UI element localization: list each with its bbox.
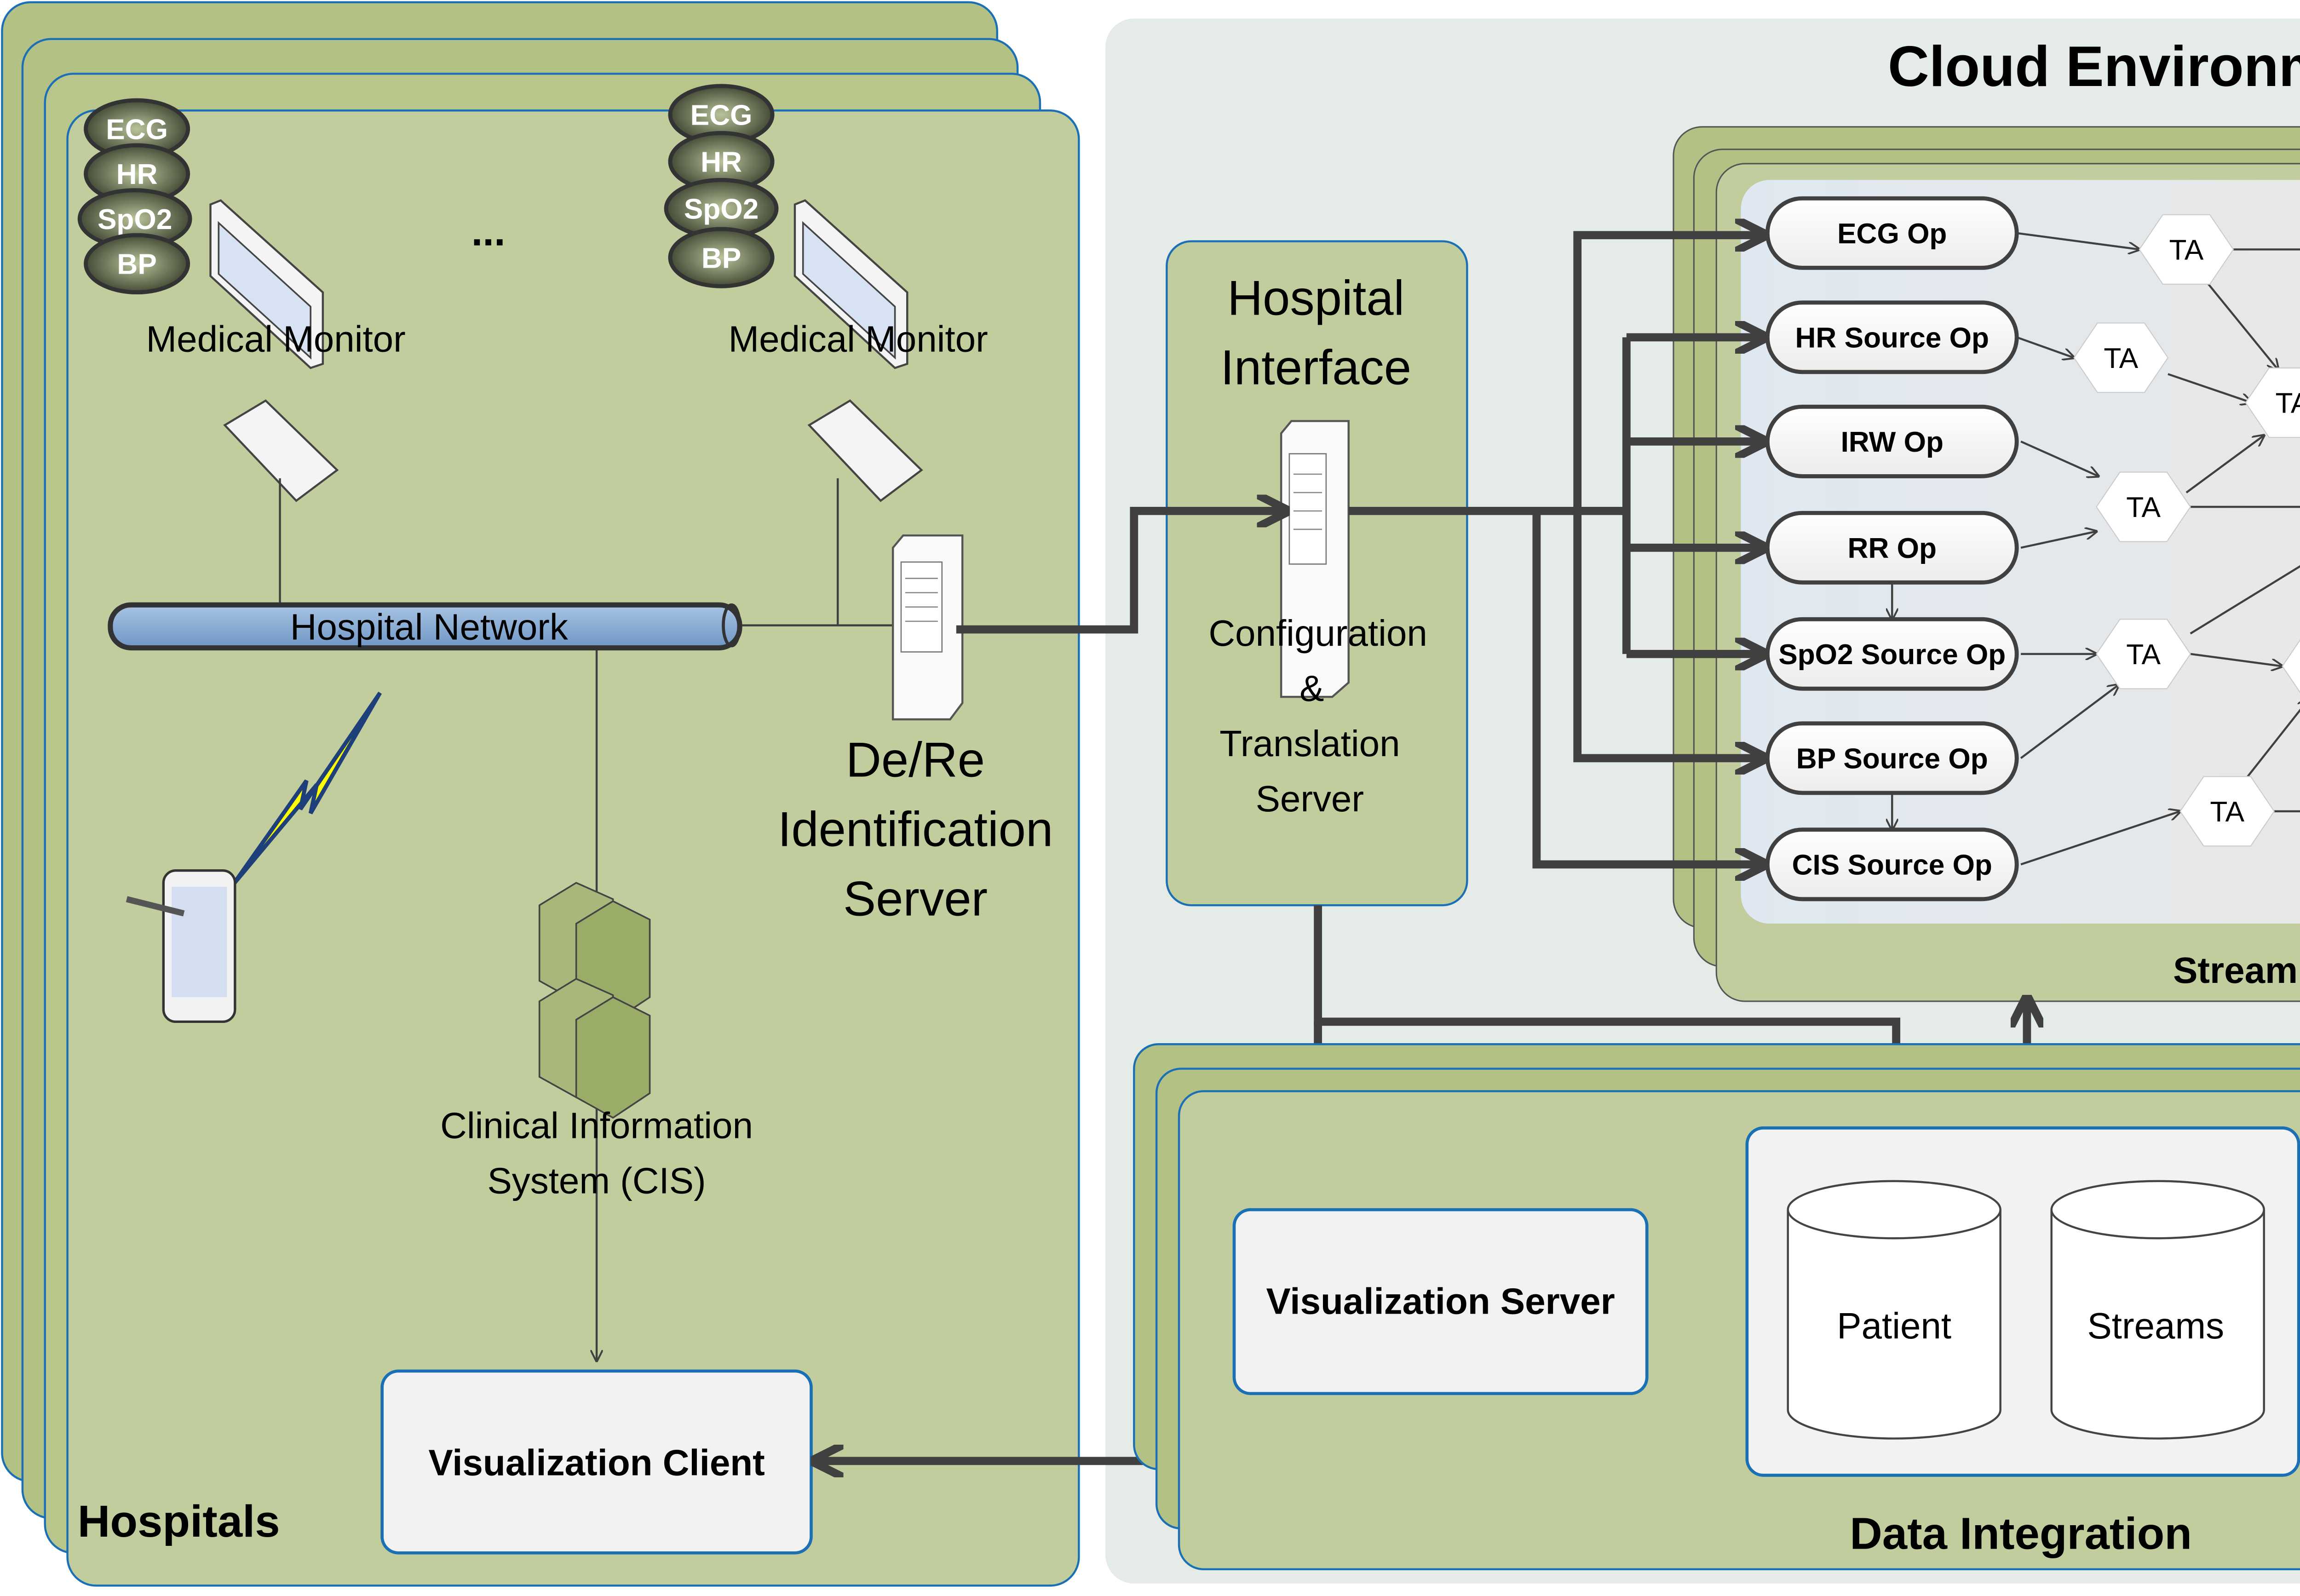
deid-server-label-3: Server: [843, 871, 988, 926]
ta-node[interactable]: TA: [2179, 776, 2275, 847]
visualization-server[interactable]: Visualization Server: [1232, 1208, 1649, 1395]
operator-edges: [1892, 232, 2300, 866]
ta-node[interactable]: TA: [2096, 619, 2191, 689]
patient-db-label: Patient: [1837, 1305, 1951, 1346]
source-op[interactable]: SpO2 Source Op: [1765, 617, 2019, 691]
visualization-client[interactable]: Visualization Client: [380, 1369, 813, 1555]
signal-hr: HR: [701, 147, 742, 178]
signal-badges: ECG HR SpO2 BP: [664, 84, 779, 288]
config-server-label-2: &: [1300, 668, 1324, 709]
hospitals-title: Hospitals: [78, 1496, 280, 1546]
cis-servers[interactable]: Clinical Information System (CIS): [440, 882, 753, 1201]
streams-db[interactable]: Streams: [2050, 1180, 2265, 1440]
signal-ecg: ECG: [690, 99, 753, 131]
flow-edge: [2020, 531, 2096, 549]
flow-edge: [2190, 653, 2283, 666]
flow-edge: [2020, 440, 2099, 477]
flow-edge: [2020, 811, 2180, 866]
source-op-label: RR Op: [1848, 533, 1937, 564]
source-op-label: SpO2 Source Op: [1778, 639, 2006, 671]
signal-spo2: SpO2: [98, 204, 172, 235]
source-op[interactable]: IRW Op: [1765, 404, 2019, 478]
hospital-network[interactable]: Hospital Network: [108, 602, 742, 651]
source-op[interactable]: CIS Source Op: [1765, 827, 2019, 901]
signal-badges: ECG HR SpO2 BP: [77, 98, 192, 295]
source-op-label: CIS Source Op: [1792, 850, 1992, 881]
visualization-server-label: Visualization Server: [1266, 1281, 1615, 1322]
flow-edge: [2247, 699, 2300, 777]
data-stores: Patient Streams: [1745, 1126, 2300, 1477]
config-server-label-1: Configuration: [1208, 613, 1427, 654]
flow-edge: [2168, 373, 2252, 402]
deid-server-label-1: De/Re: [846, 732, 985, 787]
flow-edge: [2016, 336, 2074, 357]
ta-node[interactable]: TA: [2282, 632, 2300, 701]
deid-server-label-2: Identification: [778, 801, 1053, 856]
server-tower-icon: [1280, 420, 1350, 698]
deid-server[interactable]: De/Re Identification Server: [778, 534, 1053, 926]
source-op-label: BP Source Op: [1796, 743, 1988, 775]
stream-platform-title: Stream Computing Platform: [2173, 950, 2300, 991]
monitor-icon: [209, 199, 339, 502]
ta-node[interactable]: TA: [2096, 471, 2191, 542]
visualization-client-label: Visualization Client: [428, 1442, 765, 1483]
source-op[interactable]: ECG Op: [1765, 196, 2019, 270]
analytics-nodes: TATATATATATATATATATATATATATA: [2073, 214, 2300, 847]
config-server-label-4: Server: [1256, 778, 1364, 819]
wireless-signal-icon: [231, 691, 382, 886]
flow-edge: [2020, 684, 2119, 759]
tablet-icon: [126, 869, 236, 1023]
signal-ecg: ECG: [106, 114, 168, 145]
monitor-icon: [794, 199, 923, 502]
hospital-interface[interactable]: Hospital Interface Configuration & Trans…: [1166, 240, 1468, 907]
hospital-interface-title-2: Interface: [1220, 340, 1411, 395]
hospital-network-label: Hospital Network: [290, 607, 569, 648]
config-server-label-3: Translation: [1219, 723, 1400, 764]
cloud-environment-title: Cloud Environment: [1888, 34, 2300, 98]
ta-node[interactable]: TA: [2245, 367, 2300, 438]
ta-label: TA: [2126, 639, 2161, 671]
signal-spo2: SpO2: [684, 194, 759, 225]
source-operators: ECG Op HR Source Op IRW Op RR Op SpO2 Source…: [1765, 196, 2019, 901]
ta-node[interactable]: TA: [2139, 214, 2234, 285]
source-op[interactable]: HR Source Op: [1765, 300, 2019, 374]
source-op[interactable]: RR Op: [1765, 511, 2019, 585]
ta-label: TA: [2126, 492, 2161, 523]
server-cluster-icon: [538, 882, 651, 1119]
patient-db[interactable]: Patient: [1787, 1180, 2001, 1440]
data-integration-title: Data Integration: [1850, 1508, 2192, 1558]
medical-monitor-label: Medical Monitor: [729, 318, 988, 359]
source-op-label: ECG Op: [1837, 218, 1947, 250]
hospital-interface-title-1: Hospital: [1227, 270, 1404, 325]
medical-monitor-1[interactable]: ECG HR SpO2 BP Medical Monitor: [77, 98, 406, 502]
ta-label: TA: [2169, 235, 2203, 266]
cis-label-2: System (CIS): [487, 1160, 706, 1201]
cis-label-1: Clinical Information: [440, 1105, 753, 1146]
flow-edge: [2016, 232, 2139, 250]
ta-label: TA: [2104, 343, 2138, 374]
source-op-label: HR Source Op: [1795, 322, 1989, 354]
ta-node[interactable]: TA: [2073, 322, 2169, 393]
source-op-label: IRW Op: [1841, 426, 1944, 458]
medical-monitor-2[interactable]: ECG HR SpO2 BP Medical Monitor: [664, 84, 988, 502]
ta-label: TA: [2275, 388, 2300, 419]
medical-monitor-label: Medical Monitor: [146, 318, 406, 359]
flow-edge: [2190, 565, 2300, 635]
flow-edge: [2185, 436, 2264, 494]
flow-edge: [2206, 281, 2278, 370]
source-op[interactable]: BP Source Op: [1765, 721, 2019, 795]
signal-bp: BP: [117, 249, 156, 281]
server-tower-icon: [891, 534, 964, 721]
signal-bp: BP: [702, 242, 741, 274]
ta-label: TA: [2210, 796, 2244, 828]
ellipsis: ...: [472, 208, 506, 254]
streams-db-label: Streams: [2087, 1305, 2224, 1346]
signal-hr: HR: [116, 159, 158, 190]
